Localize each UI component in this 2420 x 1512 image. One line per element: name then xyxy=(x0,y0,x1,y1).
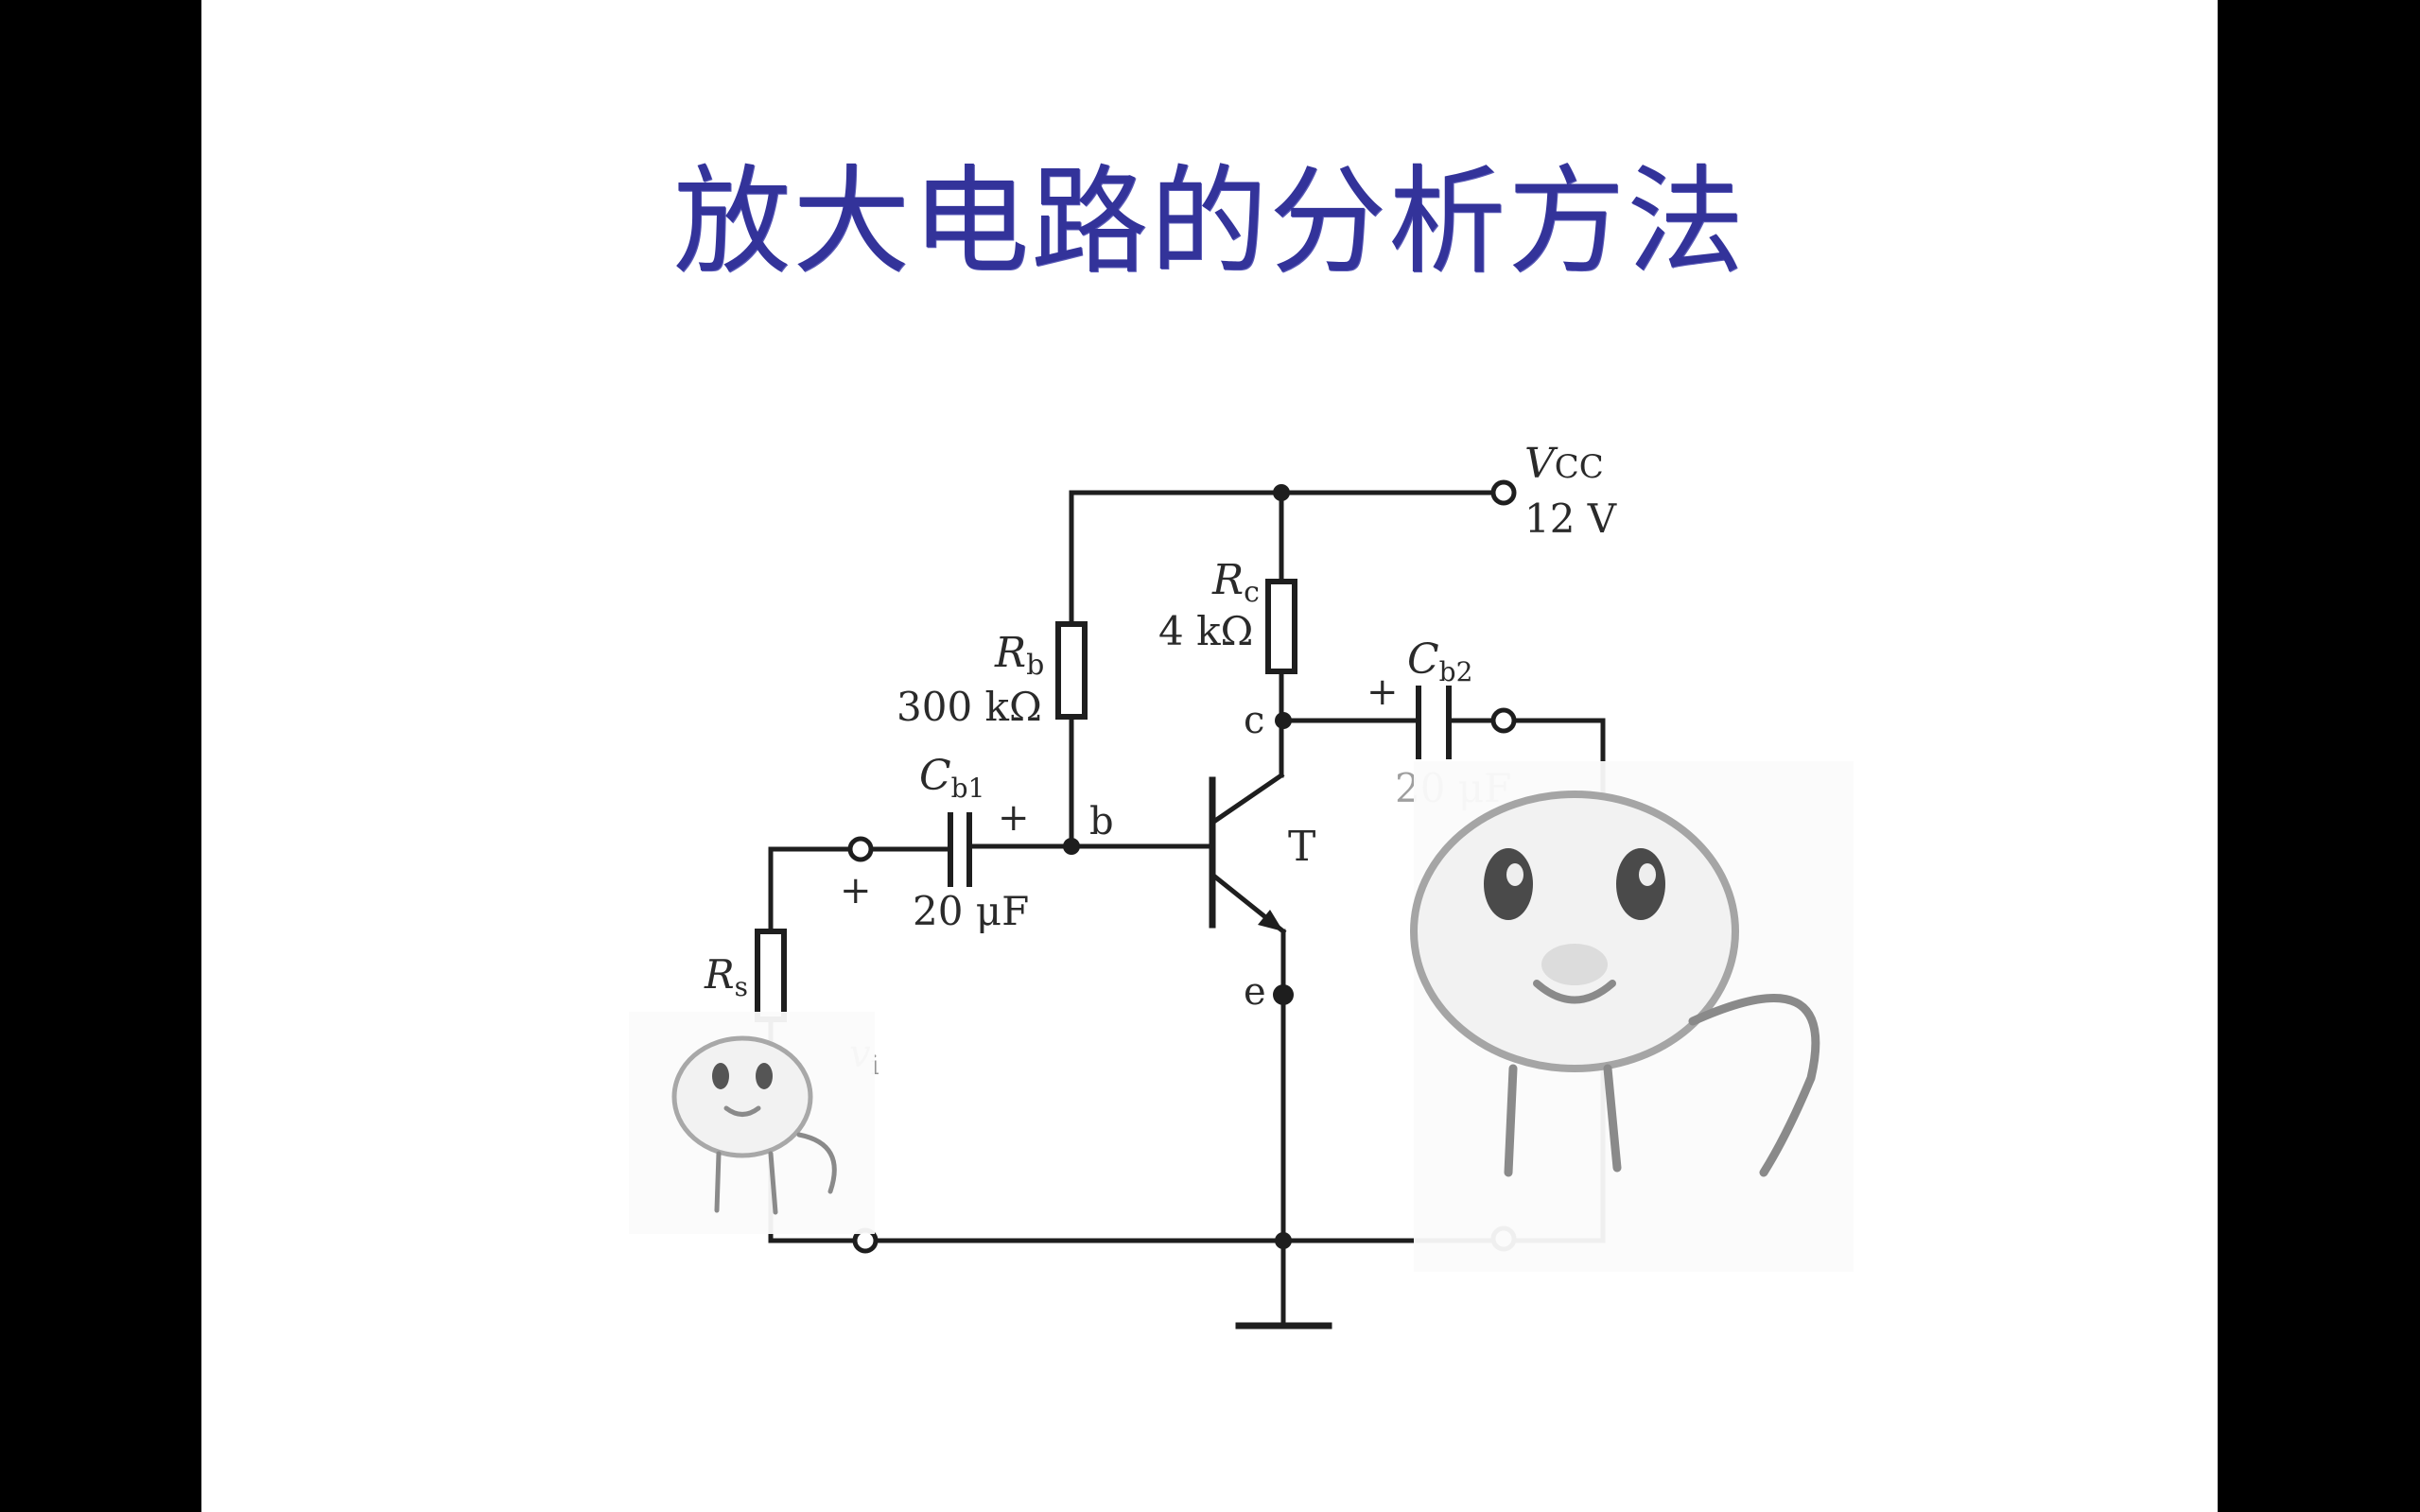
slide: 放大电路的分析方法 xyxy=(201,0,2218,1512)
slide-title: 放大电路的分析方法 xyxy=(672,154,1746,290)
